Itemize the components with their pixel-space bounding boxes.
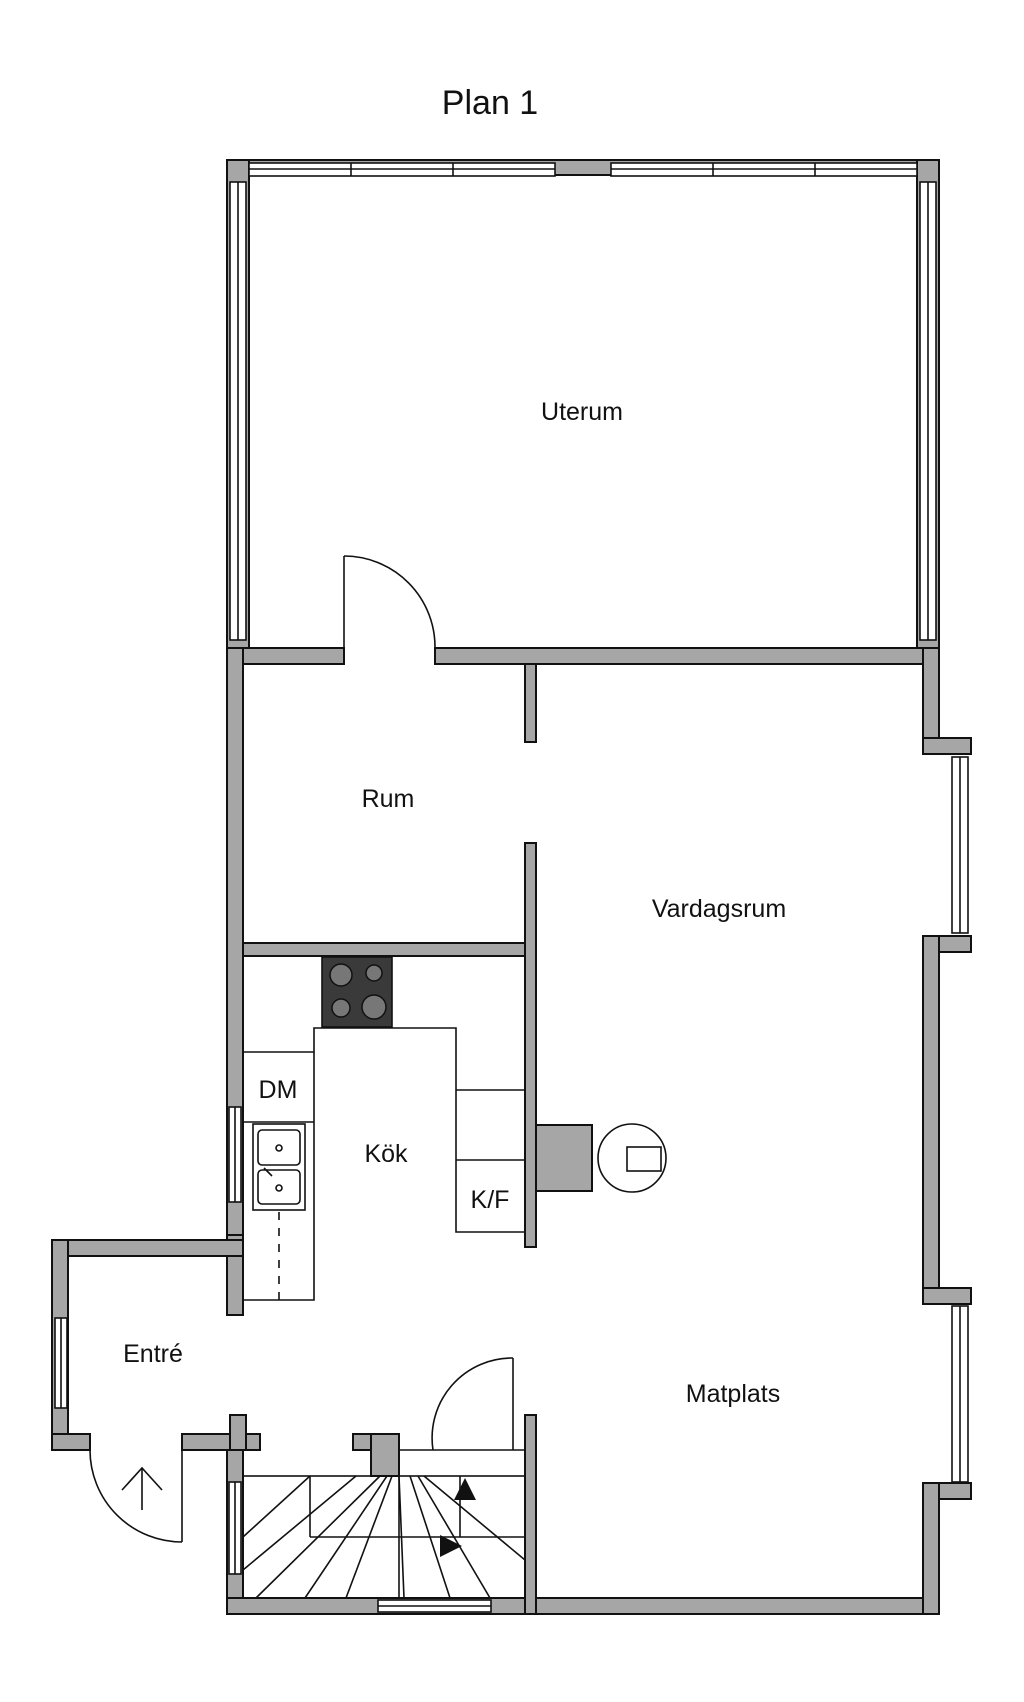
room-label-entre: Entré <box>123 1340 183 1368</box>
stair-direction-icon <box>440 1478 476 1557</box>
arrow-up-icon <box>121 1466 163 1510</box>
door-entre-swing <box>89 1449 183 1543</box>
door-stair-swing <box>431 1357 514 1451</box>
wall-uterum-bottom-left <box>226 647 345 665</box>
wall-right-upper <box>922 647 940 741</box>
wall-right-bay1-top <box>922 737 972 755</box>
wall-uterum-bottom-right <box>434 647 940 665</box>
door-uterum-swing <box>343 555 436 649</box>
staircase <box>242 1449 526 1599</box>
plan-title: Plan 1 <box>442 84 538 122</box>
walls <box>51 159 972 1615</box>
wall-rum-partition-top <box>524 663 537 743</box>
wall-rum-kok <box>242 942 531 957</box>
wall-right-bay2-top <box>922 1287 972 1305</box>
wall-stair-column <box>370 1433 400 1477</box>
wall-stair-right <box>524 1414 537 1615</box>
room-label-uterum: Uterum <box>541 398 623 426</box>
room-label-kok: Kök <box>364 1140 408 1168</box>
fireplace-block <box>535 1124 593 1192</box>
stove-icon <box>321 956 393 1028</box>
doors <box>89 555 514 1543</box>
kitchen-counter-left <box>243 1052 315 1301</box>
fireplace-icon <box>597 1123 667 1193</box>
wall-entre-bottom-right <box>181 1433 261 1451</box>
wall-right-middle <box>922 935 940 1305</box>
wall-entre-bottom-left <box>51 1433 91 1451</box>
wall-right-lower <box>922 1482 940 1615</box>
fixture-label-fridge: K/F <box>471 1186 510 1214</box>
wall-rum-partition-bottom <box>524 842 537 1248</box>
wall-bottom <box>226 1597 940 1615</box>
room-label-matplats: Matplats <box>686 1380 780 1408</box>
room-label-vardagsrum: Vardagsrum <box>652 895 786 923</box>
double-sink-icon <box>252 1123 306 1211</box>
kitchen-counter <box>243 1027 525 1233</box>
windows <box>54 162 969 1613</box>
wall-entre-top <box>51 1239 244 1257</box>
fixture-label-dishwasher: DM <box>259 1076 298 1104</box>
wall-entre-pillar <box>229 1414 247 1451</box>
kitchen-fixtures <box>243 956 667 1301</box>
room-label-rum: Rum <box>362 785 415 813</box>
